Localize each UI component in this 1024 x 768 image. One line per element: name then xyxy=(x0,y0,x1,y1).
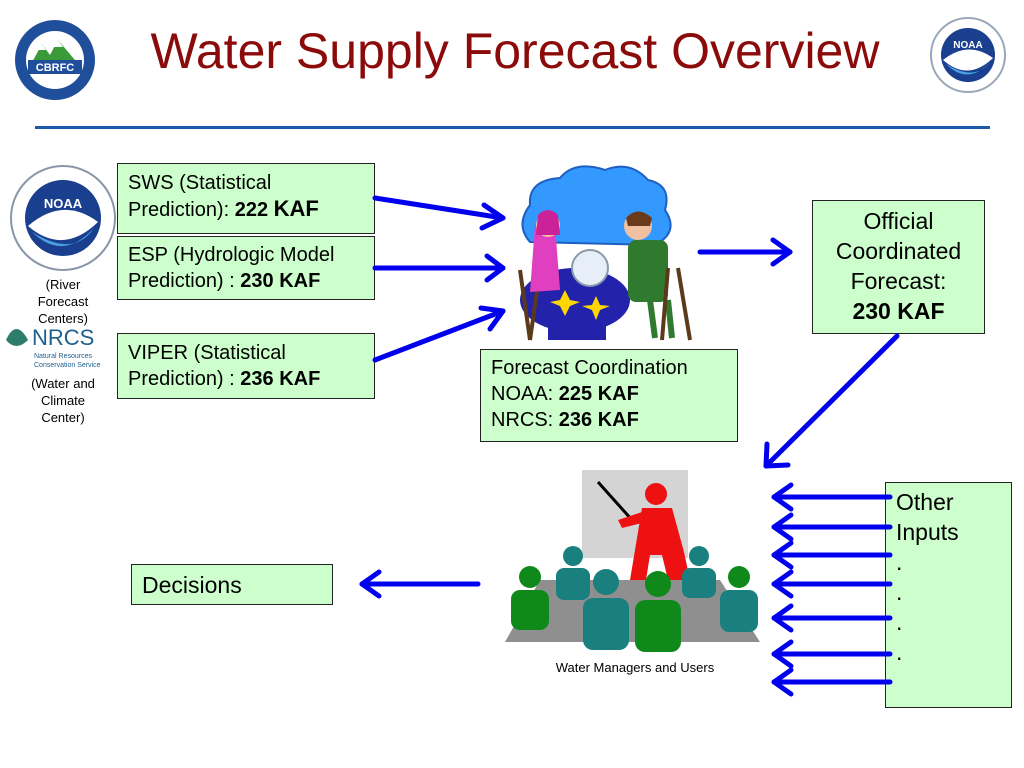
arrow-other-input-2 xyxy=(771,512,893,542)
esp-prediction-box: ESP (Hydrologic Model Prediction) : 230 … xyxy=(117,236,375,300)
esp-line2: Prediction) : xyxy=(128,270,241,292)
nrcs-logo-sub1: Natural Resources xyxy=(34,353,92,360)
viper-prediction-box: VIPER (Statistical Prediction) : 236 KAF xyxy=(117,333,375,399)
cbrfc-logo-text: CBRFC xyxy=(36,62,75,74)
arrow-other-input-1 xyxy=(771,482,893,512)
nrcs-logo-sub2: Conservation Service xyxy=(34,362,101,369)
noaa-logo-left-text: NOAA xyxy=(44,196,83,211)
arrow-sws-to-coordination xyxy=(372,195,506,231)
viper-line2: Prediction) : xyxy=(128,368,241,390)
coordination-noaa-value: 225 KAF xyxy=(558,383,639,405)
other-inputs-line2: Inputs xyxy=(896,519,959,545)
rfc-caption: (River Forecast Centers) xyxy=(37,277,89,326)
coordination-noaa-label: NOAA: xyxy=(491,383,559,405)
official-value: 230 KAF xyxy=(852,298,945,324)
coordination-nrcs-value: 236 KAF xyxy=(558,409,639,431)
viper-value: 236 KAF xyxy=(240,368,321,390)
arrow-users-to-decisions xyxy=(359,569,481,599)
official-line3: Forecast: xyxy=(850,268,947,294)
sws-prediction-box: SWS (Statistical Prediction): 222 KAF xyxy=(117,163,375,234)
official-forecast-box: Official Coordinated Forecast: 230 KAF xyxy=(812,200,985,334)
viper-line1: VIPER (Statistical xyxy=(128,342,286,364)
users-caption: Water Managers and Users xyxy=(555,660,715,675)
sws-line1: SWS (Statistical xyxy=(128,172,272,194)
official-line1: Official xyxy=(863,208,934,234)
other-inputs-line1: Other xyxy=(896,489,954,515)
sws-line2: Prediction): xyxy=(128,199,235,221)
arrow-other-input-5 xyxy=(771,603,893,633)
arrow-esp-to-coordination xyxy=(372,253,506,283)
arrow-other-input-3 xyxy=(771,540,893,570)
page-title: Water Supply Forecast Overview xyxy=(150,23,880,79)
other-inputs-dot: . xyxy=(896,609,903,635)
wcc-caption: (Water and Climate Center) xyxy=(31,376,95,425)
noaa-logo-top-text: NOAA xyxy=(953,40,982,51)
arrow-coordination-to-official xyxy=(697,237,793,267)
esp-value: 230 KAF xyxy=(240,270,321,292)
coordination-heading: Forecast Coordination xyxy=(491,357,688,379)
forecast-coordination-box: Forecast Coordination NOAA: 225 KAF NRCS… xyxy=(480,349,738,442)
other-inputs-box: Other Inputs . . . . xyxy=(885,482,1012,708)
other-inputs-dot: . xyxy=(896,579,903,605)
other-inputs-dot: . xyxy=(896,639,903,665)
coordination-nrcs-label: NRCS: xyxy=(491,409,559,431)
esp-line1: ESP (Hydrologic Model xyxy=(128,244,335,266)
other-inputs-dot: . xyxy=(896,549,903,575)
nrcs-logo-text: NRCS xyxy=(32,325,94,350)
arrow-other-input-6 xyxy=(771,639,893,669)
arrow-other-input-7 xyxy=(771,667,893,697)
arrow-official-to-users xyxy=(763,333,900,469)
title-divider xyxy=(35,126,990,129)
sws-unit: KAF xyxy=(273,196,319,221)
arrow-other-input-4 xyxy=(771,569,893,599)
sws-value: 222 xyxy=(234,199,274,221)
official-line2: Coordinated xyxy=(835,238,962,264)
decisions-box: Decisions xyxy=(131,564,333,605)
